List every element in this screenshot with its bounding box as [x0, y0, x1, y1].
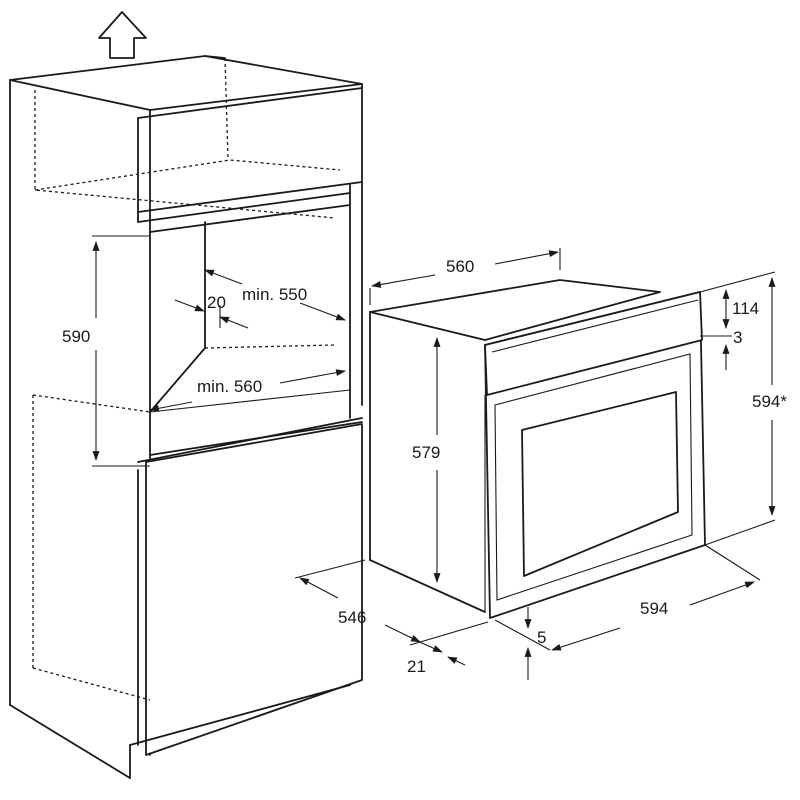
oven-dimensions — [294, 248, 776, 680]
label-panel-height: 114 — [732, 299, 759, 318]
label-front-gap: 5 — [537, 628, 546, 647]
label-oven-body-width: 560 — [446, 257, 474, 276]
cabinet — [9, 55, 363, 779]
label-niche-min-width: min. 560 — [197, 377, 262, 396]
label-front-offset: 21 — [407, 657, 426, 676]
label-niche-gap: 20 — [207, 293, 226, 312]
label-oven-depth: 546 — [338, 608, 366, 627]
label-panel-gap: 3 — [733, 328, 742, 347]
up-arrow-icon — [98, 11, 147, 59]
label-cabinet-height: 590 — [62, 327, 90, 346]
label-niche-min-depth: min. 550 — [242, 285, 307, 304]
label-oven-front-height: 594* — [752, 392, 787, 411]
label-oven-front-width: 594 — [640, 599, 668, 618]
oven — [369, 279, 706, 619]
label-oven-body-height: 579 — [412, 443, 440, 462]
cabinet-dimensions — [92, 235, 346, 467]
